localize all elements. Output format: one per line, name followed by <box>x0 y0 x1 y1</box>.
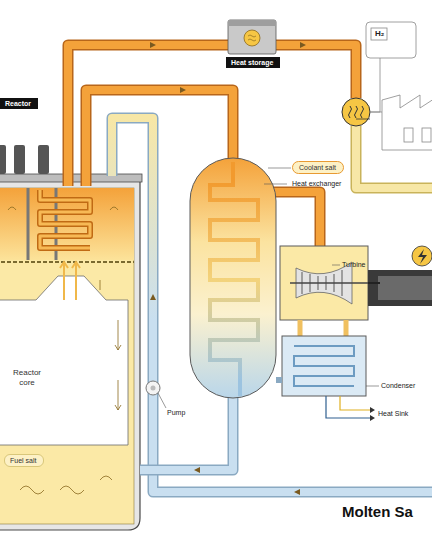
node-text: Reactor core <box>6 368 48 387</box>
reactor-vessel <box>27 188 30 260</box>
flow-arrows <box>300 42 306 48</box>
generator <box>368 282 380 284</box>
generator <box>368 270 432 306</box>
reactor-vessel <box>0 145 142 530</box>
turbine <box>290 282 368 284</box>
reactor-vessel <box>38 145 49 174</box>
section-tag: Reactor <box>0 98 38 109</box>
leader-lines <box>332 265 340 266</box>
condenser <box>370 407 375 421</box>
flow-arrows <box>194 467 200 473</box>
leader-lines <box>268 168 291 169</box>
node-text: Coolant salt <box>299 164 337 171</box>
heat-exchanger <box>190 158 276 398</box>
flow-arrows <box>150 294 156 300</box>
reactor-vessel <box>20 476 112 494</box>
heat-storage-box <box>248 35 256 41</box>
generator <box>418 249 427 264</box>
reactor-vessel <box>0 188 134 260</box>
hydrogen-plant <box>366 22 432 150</box>
part-label: Condenser <box>381 382 415 390</box>
heat-storage-box <box>228 20 276 26</box>
reactor-vessel <box>60 262 80 300</box>
leader-lines <box>158 168 379 408</box>
condenser <box>326 396 370 418</box>
part-label: Turbine <box>342 261 365 269</box>
callout-pill: Fuel salt <box>4 454 44 467</box>
heat-user-symbol <box>356 119 370 120</box>
node-text: Reactor <box>5 100 33 107</box>
part-label: Heat Sink <box>378 410 408 418</box>
node-text: Fuel salt <box>10 457 38 464</box>
hydrogen-plant <box>422 128 431 142</box>
reactor-vessel <box>0 145 6 174</box>
chemical-label: H₂ <box>374 29 385 38</box>
heat-storage-box <box>228 20 276 54</box>
fuel-and-cold-pipes <box>140 396 233 470</box>
heat-user-symbol <box>349 106 364 118</box>
generator <box>412 246 432 266</box>
heat-exchanger <box>190 158 276 398</box>
part-label: Heat exchanger <box>292 180 341 188</box>
reactor-vessel <box>14 145 25 174</box>
heat-exchanger <box>210 162 258 396</box>
reactor-vessel <box>0 276 128 445</box>
storage-label-box: Heat storage <box>226 57 280 68</box>
reactor-vessel <box>0 261 134 263</box>
condenser <box>276 377 282 383</box>
callout-pill: Coolant salt <box>292 161 344 174</box>
condenser <box>276 336 375 421</box>
condenser <box>294 346 354 386</box>
hydrogen-plant <box>371 28 387 40</box>
flow-arrows <box>294 489 300 495</box>
pump <box>146 381 160 395</box>
hydrogen-plant <box>382 95 432 150</box>
flow-arrows <box>150 42 156 48</box>
heat-storage-box <box>244 30 260 46</box>
core-region: Reactor core <box>6 368 49 388</box>
reactor-vessel <box>0 188 134 524</box>
generator <box>368 246 432 306</box>
hydrogen-plant <box>404 128 413 142</box>
leader-lines <box>264 184 287 185</box>
flow-arrows <box>180 87 186 93</box>
leader-lines <box>366 386 379 387</box>
pump <box>151 386 156 391</box>
part-label: Pump <box>167 409 185 417</box>
orange-pipes <box>40 190 90 248</box>
turbine <box>300 320 346 336</box>
pump <box>146 381 160 395</box>
turbine <box>280 246 368 320</box>
diagram-title: Molten Sa <box>342 503 413 520</box>
fuel-and-cold-pipes <box>112 118 432 492</box>
orange-pipes <box>40 190 90 248</box>
heat-storage-box <box>228 20 276 54</box>
heat-user-symbol <box>370 58 380 112</box>
fuel-and-cold-pipes <box>140 396 233 470</box>
fuel-and-cold-pipes <box>112 118 432 492</box>
node-text: Heat storage <box>231 59 275 66</box>
turbine <box>280 246 368 336</box>
leader-lines <box>158 393 166 408</box>
reactor-vessel <box>0 180 140 530</box>
condenser <box>282 336 366 396</box>
heat-user-symbol <box>342 98 370 126</box>
hydrogen-plant <box>366 22 416 58</box>
generator <box>378 276 432 300</box>
fuel-and-cold-pipes <box>112 118 432 492</box>
condenser <box>340 396 370 410</box>
